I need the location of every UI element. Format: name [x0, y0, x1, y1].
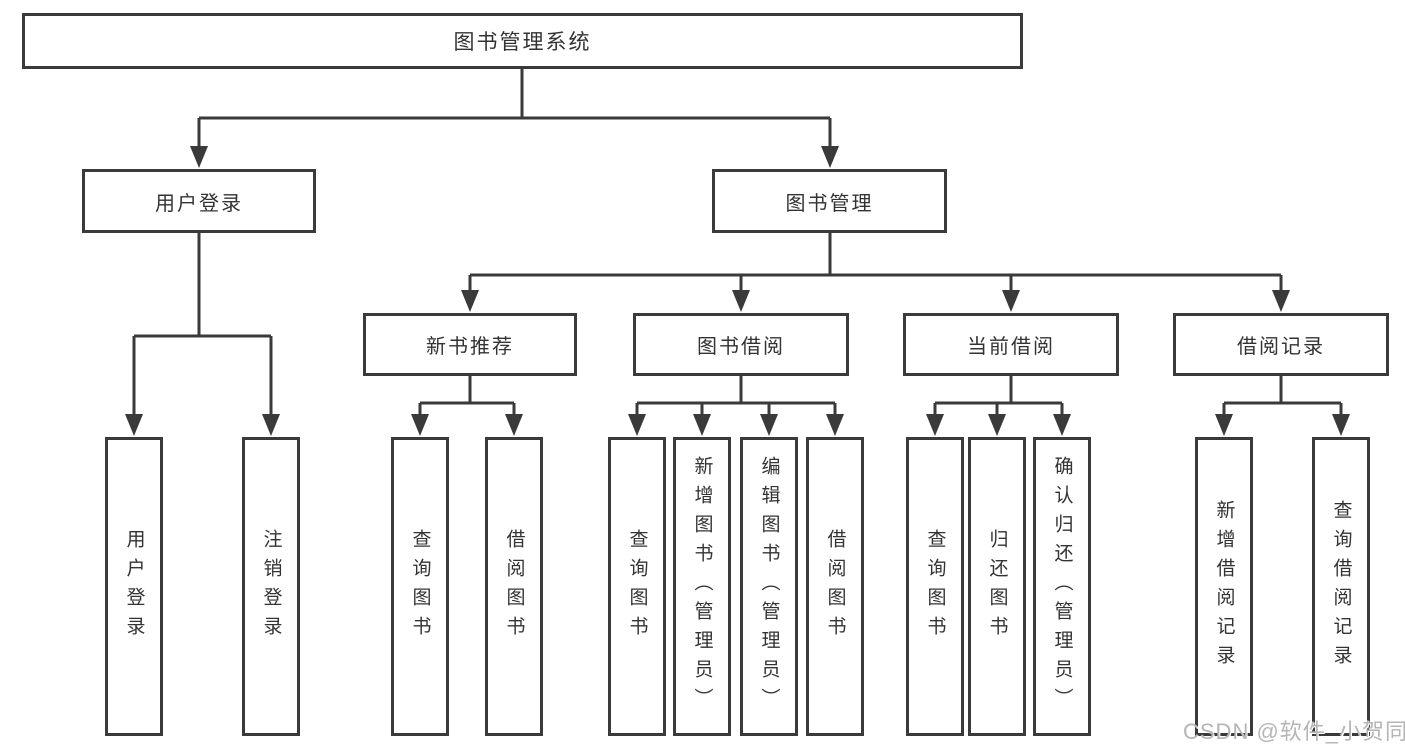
node-book-management: 图书管理 [712, 169, 947, 233]
leaf-logout-label: 注销登录 [260, 528, 282, 645]
leaf-edit-book-admin: 编辑图书（管理员） [740, 437, 798, 736]
leaf-borrow-books-recommend: 借阅图书 [485, 437, 543, 736]
arrowhead-icon [505, 414, 523, 436]
arrowhead-icon [125, 414, 143, 436]
arrowhead-icon [826, 414, 844, 436]
leaf-confirm-return-admin-label: 确认归还（管理员） [1051, 456, 1073, 717]
leaf-add-book-admin: 新增图书（管理员） [673, 437, 731, 736]
leaf-query-books-recommend-label: 查询图书 [409, 528, 431, 645]
leaf-add-borrow-record: 新增借阅记录 [1195, 437, 1253, 736]
leaf-query-borrow-record-label: 查询借阅记录 [1330, 499, 1352, 674]
leaf-logout: 注销登录 [242, 437, 300, 736]
arrowhead-icon [411, 414, 429, 436]
arrowhead-icon [693, 414, 711, 436]
arrowhead-icon [628, 414, 646, 436]
node-user-login: 用户登录 [82, 169, 316, 233]
leaf-query-books-borrow: 查询图书 [608, 437, 666, 736]
arrowhead-icon [732, 290, 750, 312]
leaf-return-book-label: 归还图书 [986, 528, 1008, 645]
leaf-confirm-return-admin: 确认归还（管理员） [1033, 437, 1091, 736]
arrowhead-icon [1332, 414, 1350, 436]
leaf-query-books-current-label: 查询图书 [924, 528, 946, 645]
arrowhead-icon [190, 146, 208, 168]
leaf-borrow-books-recommend-label: 借阅图书 [503, 528, 525, 645]
leaf-add-book-admin-label: 新增图书（管理员） [691, 456, 713, 717]
leaf-edit-book-admin-label: 编辑图书（管理员） [758, 456, 780, 717]
csdn-watermark: CSDN @软件_小贺同学 [1183, 719, 1405, 744]
leaf-query-books-borrow-label: 查询图书 [626, 528, 648, 645]
arrowhead-icon [988, 414, 1006, 436]
node-root-system: 图书管理系统 [22, 13, 1023, 69]
arrowhead-icon [461, 290, 479, 312]
arrowhead-icon [760, 414, 778, 436]
leaf-query-borrow-record: 查询借阅记录 [1312, 437, 1370, 736]
leaf-add-borrow-record-label: 新增借阅记录 [1213, 499, 1235, 674]
node-current-borrow: 当前借阅 [903, 313, 1119, 376]
arrowhead-icon [1053, 414, 1071, 436]
arrowhead-icon [1215, 414, 1233, 436]
node-borrow-records: 借阅记录 [1173, 313, 1389, 376]
leaf-query-books-current: 查询图书 [906, 437, 964, 736]
leaf-query-books-recommend: 查询图书 [391, 437, 449, 736]
arrowhead-icon [821, 146, 839, 168]
leaf-user-login: 用户登录 [105, 437, 163, 736]
arrowhead-icon [926, 414, 944, 436]
arrowhead-icon [1272, 290, 1290, 312]
leaf-user-login-label: 用户登录 [123, 528, 145, 645]
arrowhead-icon [262, 414, 280, 436]
leaf-borrow-books: 借阅图书 [806, 437, 864, 736]
node-book-borrow: 图书借阅 [633, 313, 849, 376]
node-new-book-recommend: 新书推荐 [363, 313, 577, 376]
arrowhead-icon [1002, 290, 1020, 312]
leaf-borrow-books-label: 借阅图书 [824, 528, 846, 645]
leaf-return-book: 归还图书 [968, 437, 1026, 736]
